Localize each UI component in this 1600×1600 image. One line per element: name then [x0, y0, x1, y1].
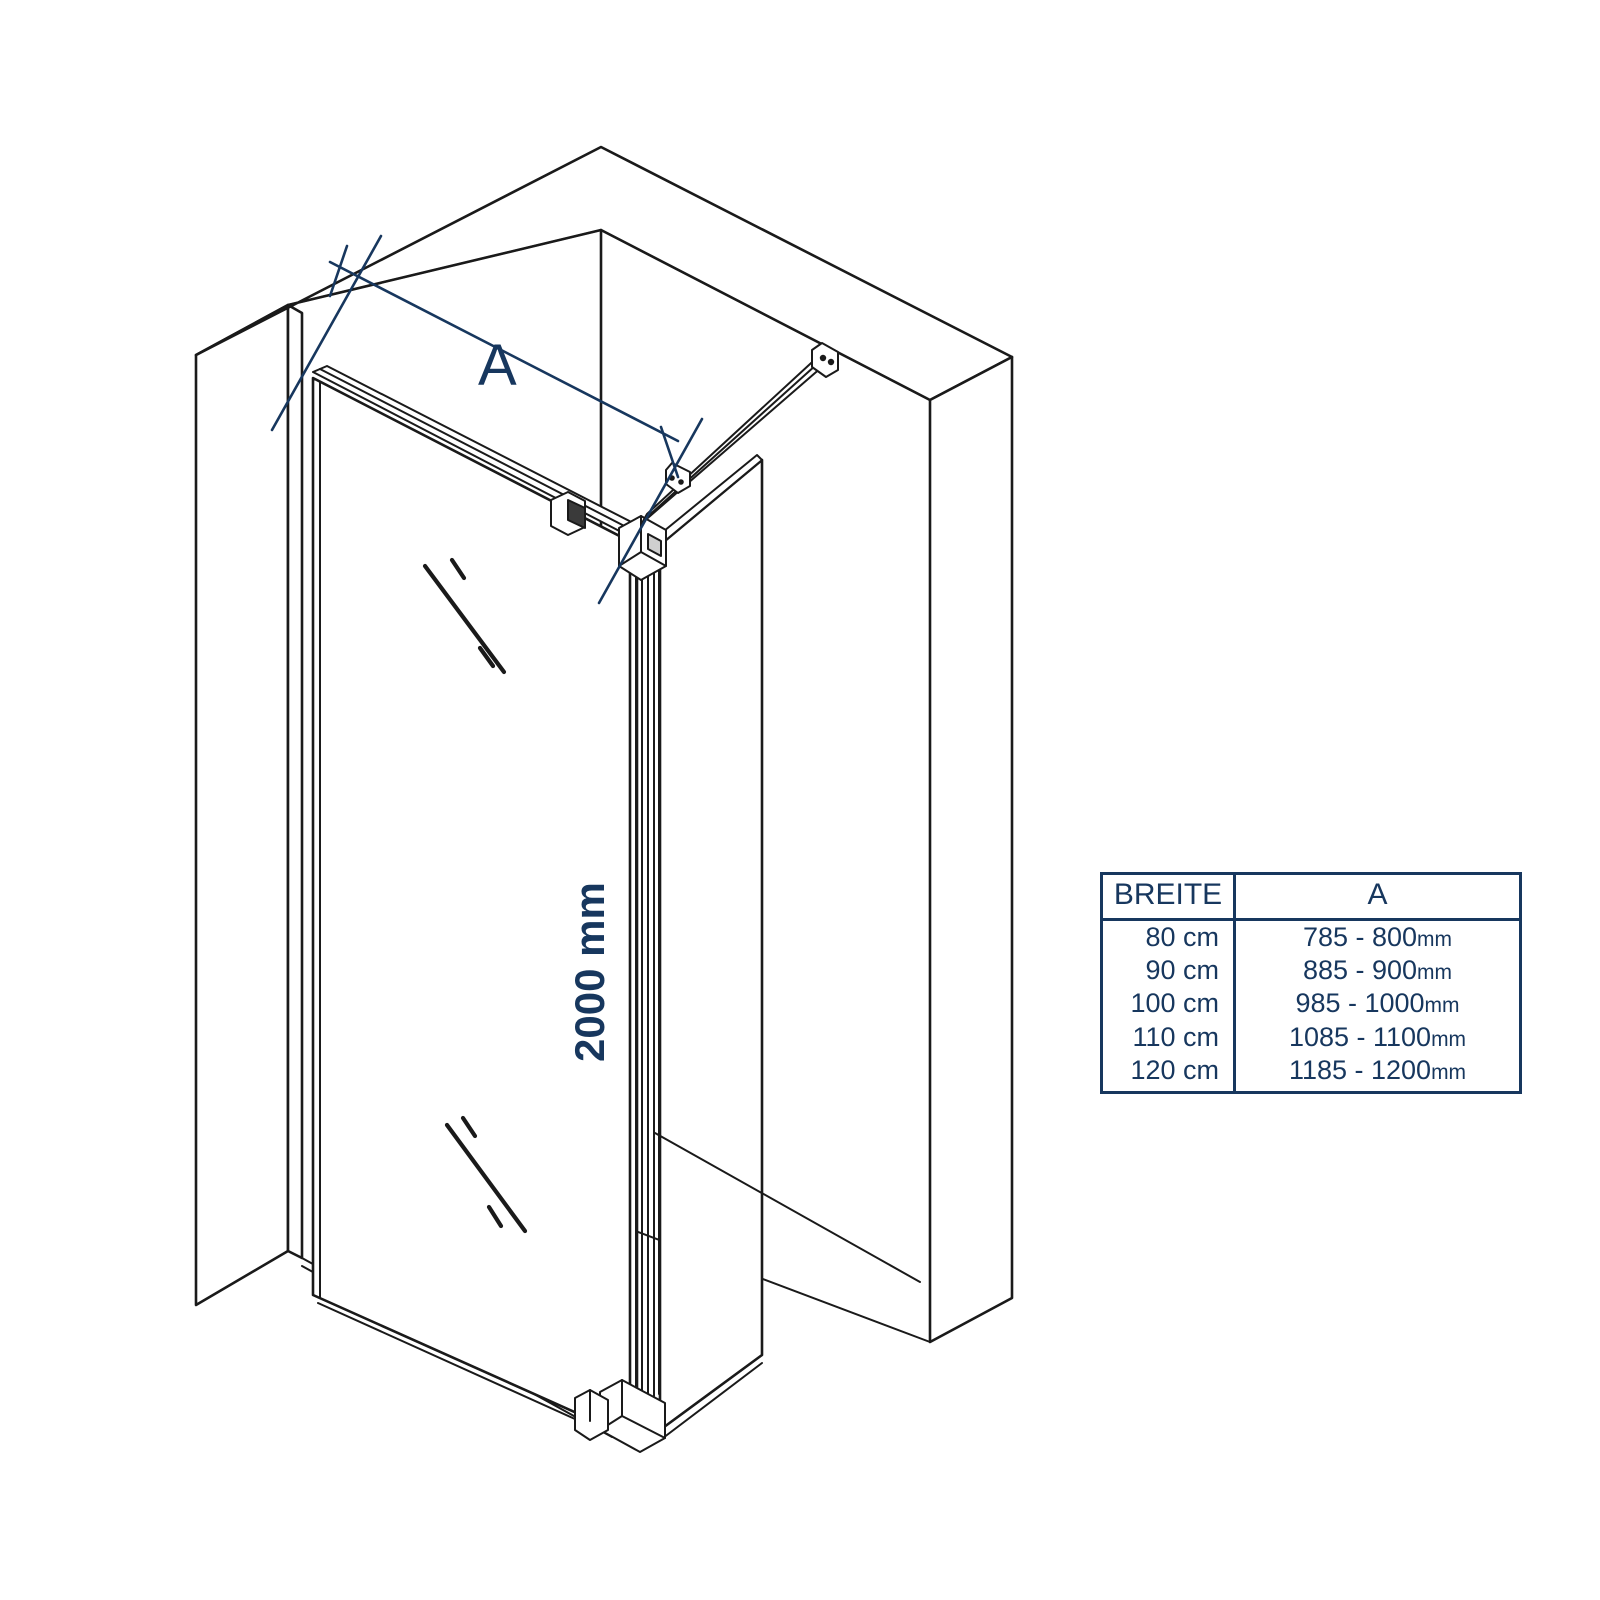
cell-breite: 120 cm: [1103, 1053, 1236, 1092]
a-range-unit: mm: [1431, 1027, 1467, 1051]
right-wall: [928, 355, 1014, 1344]
a-range-value: 985 - 1000: [1295, 988, 1425, 1019]
cell-a-range: 785 - 800mm: [1235, 920, 1520, 955]
main-glass-panel: [311, 376, 639, 1448]
table-row: 110 cm 1085 - 1100mm: [1103, 1020, 1520, 1054]
table-row: 100 cm 985 - 1000mm: [1103, 987, 1520, 1021]
dimension-A: A: [270, 234, 704, 605]
table-row: 80 cm 785 - 800mm: [1103, 919, 1520, 955]
top-rail-wall-bracket: [550, 491, 586, 536]
cell-a-range: 1085 - 1100mm: [1235, 1021, 1520, 1054]
cell-breite: 110 cm: [1103, 1020, 1236, 1054]
table-header-row: BREITE A: [1103, 875, 1519, 921]
cell-breite: 80 cm: [1103, 919, 1236, 955]
return-glass-panel: [652, 454, 921, 1439]
column-header-breite: BREITE: [1103, 875, 1236, 921]
a-range-value: 1085 - 1100: [1288, 1021, 1432, 1052]
dimension-A-label: A: [478, 333, 517, 398]
spec-table: BREITE A 80 cm 785 - 800mm 90 cm 885 - 9…: [1100, 872, 1522, 1095]
a-range-unit: mm: [1417, 961, 1453, 985]
cell-a-range: 1185 - 1200mm: [1235, 1054, 1520, 1091]
height-label: 2000 mm: [566, 882, 613, 1062]
a-range-value: 785 - 800: [1302, 922, 1418, 952]
table-row: 90 cm 885 - 900mm: [1103, 954, 1520, 988]
column-header-a: A: [1234, 875, 1519, 921]
left-wall: [194, 303, 304, 1307]
a-range-unit: mm: [1431, 1060, 1467, 1084]
corner-profile: [628, 542, 660, 1405]
cell-breite: 100 cm: [1103, 987, 1236, 1021]
table-row: 120 cm 1185 - 1200mm: [1103, 1053, 1520, 1092]
cell-a-range: 985 - 1000mm: [1235, 987, 1520, 1020]
bottom-bracket: [574, 1379, 666, 1453]
a-range-unit: mm: [1424, 994, 1460, 1018]
cell-breite: 90 cm: [1103, 954, 1236, 988]
a-range-value: 1185 - 1200: [1288, 1054, 1432, 1085]
glass-reflection-marks: [422, 557, 528, 1234]
cell-a-range: 885 - 900mm: [1235, 954, 1520, 987]
a-range-value: 885 - 900: [1302, 955, 1418, 986]
dimension-height: 2000 mm: [566, 882, 613, 1062]
a-range-unit: mm: [1417, 928, 1453, 951]
